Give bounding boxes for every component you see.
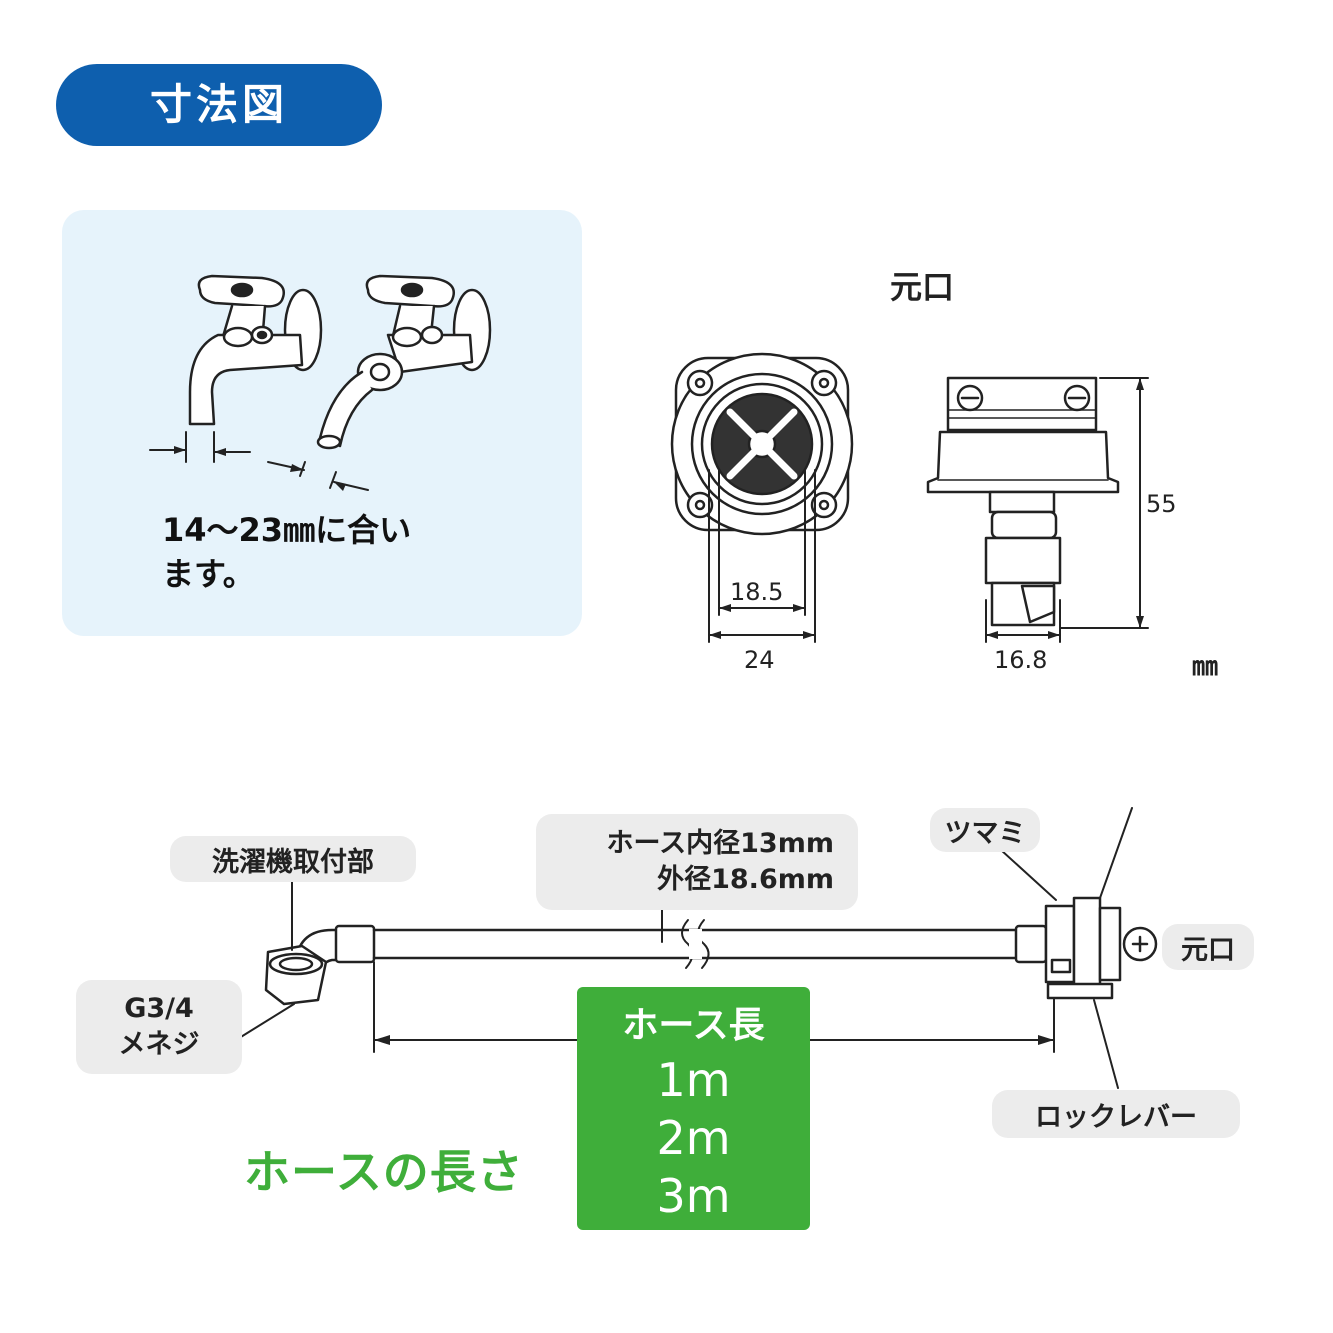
label-machine-fitting: 洗濯機取付部 [170,836,416,882]
label-hose-diameter-line-1: ホース内径13mm [606,828,835,859]
hose-length-option: 1m [656,1053,731,1107]
label-thread-line-2: メネジ [118,1029,200,1060]
label-hose-diameter-line-2: 外径18.6mm [657,864,834,895]
faucet-fit-line-2: ます。 [162,555,255,593]
mouth-heading: 元口 [890,268,955,306]
label-mouth: 元口 [1162,924,1254,970]
hose-length-heading: ホース長 [622,1005,765,1046]
hose-length-box: ホース長 1m 2m 3m [577,987,810,1230]
unit-label: ㎜ [1192,652,1219,682]
page-title: 寸法図 [56,64,382,146]
faucet-fit-line-1: 14〜23㎜に合い [162,511,412,549]
faucet-fit-note: 14〜23㎜に合い ます。 [162,508,411,596]
dim-width-label: 16.8 [994,646,1048,674]
front-dimension-lines [708,469,816,643]
hose-assembly [235,807,1158,1089]
label-knob: ツマミ [930,808,1040,852]
label-thread: G3/4 メネジ [76,980,242,1074]
hose-length-option: 3m [656,1169,731,1223]
faucet-fit-panel [62,210,582,636]
arrowheads [174,378,1144,639]
label-hose-diameter: ホース内径13mm 外径18.6mm [536,814,858,910]
mouth-front-view [670,352,854,536]
faucet-illustration-1 [188,274,323,426]
dim-inner-label: 18.5 [730,578,784,606]
hose-length-caption: ホースの長さ [244,1145,524,1199]
label-thread-line-1: G3/4 [124,993,194,1024]
label-lock-lever: ロックレバー [992,1090,1240,1138]
hose-length-option: 2m [656,1111,731,1165]
faucet-illustration-2 [316,274,492,450]
dim-outer-label: 24 [744,646,775,674]
mouth-side-view [926,376,1120,627]
dim-height-label: 55 [1146,490,1177,518]
